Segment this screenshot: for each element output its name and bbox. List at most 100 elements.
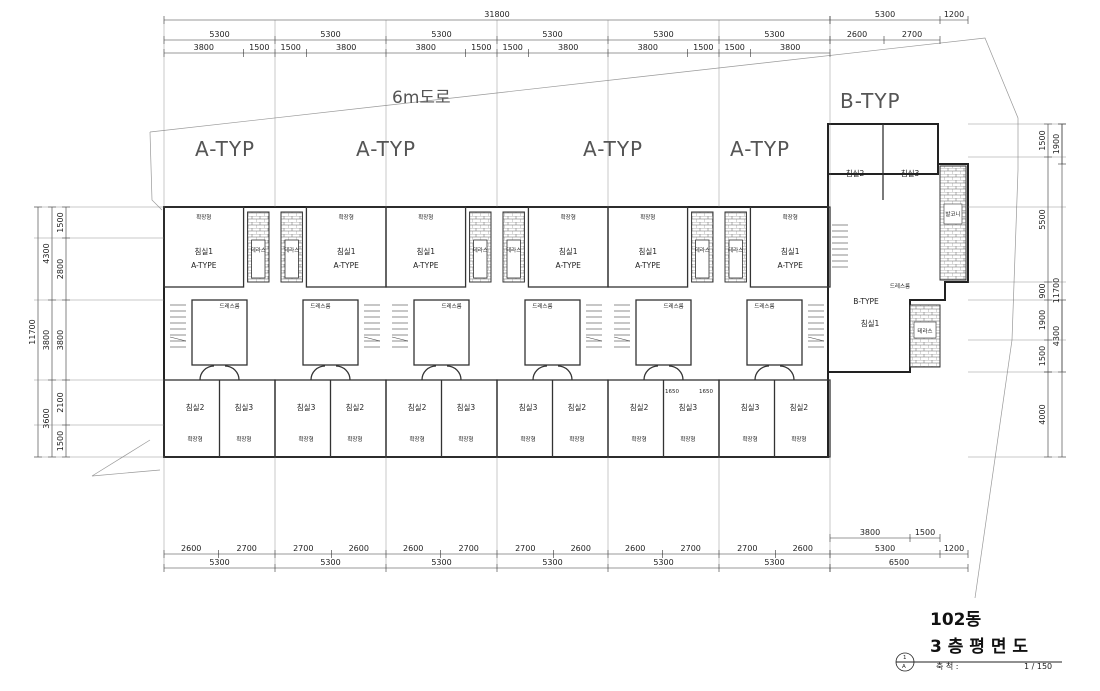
dim-text-bottom-b-sub: 1500 [915,528,935,537]
dim-text-bottom-unit: 5300 [209,558,229,567]
balcony-label: 발코니 [945,210,960,218]
terrace-label: 테라스 [728,246,743,254]
dim-text-bottom-sub: 2700 [293,544,313,553]
dim-text-top-sub: 3800 [336,43,356,52]
dim-text-right-sub: 1500 [1038,130,1047,150]
dim-text-top-sub: 3800 [558,43,578,52]
dim-text-left-outer: 11700 [28,319,37,344]
type-label-1: A-TYP [195,137,255,161]
expansion-label: 확장형 [418,213,433,221]
site-boundary [91,37,1019,599]
dim-text-top-sub: 3800 [638,43,658,52]
dim-text-top-b: 5300 [875,10,895,19]
dim-text-top-sub: 1500 [249,43,269,52]
bedroom2-label: 침실2 [186,402,205,412]
road-label: 6m도로 [392,88,451,108]
drawing-title-floor: 3 층 평 면 도 [930,637,1028,657]
expansion-label: 확장형 [298,435,313,443]
unit-type-label: A-TYPE [413,261,439,270]
dim-text-bottom-b: 5300 [875,544,895,553]
b-bedroom3-label: 침실3 [901,168,920,178]
dim-text-left-sub: 3800 [56,330,65,350]
dim-text-right-sub: 900 [1038,283,1047,298]
b-type-label: B-TYPE [853,297,879,306]
dim-text-left-sub: 2100 [56,392,65,412]
dim-text-bottom-unit: 5300 [542,558,562,567]
dim-text-right-sub: 1500 [1038,346,1047,366]
dim-text-top-sub: 1500 [693,43,713,52]
expansion-label: 확장형 [791,435,806,443]
terrace-label: 테라스 [695,246,710,254]
dressroom-label: 드레스룸 [663,302,683,310]
dressroom-label: 드레스룸 [532,302,552,310]
inner-dim-text: 1650 [665,389,679,395]
drawing-title-building: 102동 [930,610,981,630]
dressroom-label: 드레스룸 [754,302,774,310]
type-label-3: A-TYP [583,137,643,161]
dim-text-top-sub: 3800 [194,43,214,52]
dim-text-bottom-sub: 2700 [681,544,701,553]
expansion-label: 확장형 [520,435,535,443]
dim-text-bottom-sub: 2600 [181,544,201,553]
unit-type-label: A-TYPE [191,261,217,270]
inner-dim-text: 1650 [699,389,713,395]
expansion-label: 확장형 [196,213,211,221]
dressroom-label: 드레스룸 [310,302,330,310]
dim-text-right-sub-bottom: 4000 [1038,404,1047,424]
expansion-label: 확장형 [236,435,251,443]
bedroom2-label: 침실2 [630,402,649,412]
dim-text-top-sub: 3800 [780,43,800,52]
dim-text-left-sub: 1500 [56,212,65,232]
dim-text-right-sub: 1900 [1038,310,1047,330]
expansion-label: 확장형 [680,435,695,443]
dim-text-left-group: 3800 [42,330,51,350]
dim-text-right-sub-top: 1900 [1052,134,1061,154]
terrace-label: 테라스 [473,246,488,254]
dim-text-top-total: 31800 [484,10,509,19]
type-label-2: A-TYP [356,137,416,161]
bedroom3-label: 침실3 [519,402,538,412]
dimension-lines [34,16,1066,572]
dim-text-bottom-b-grand: 6500 [889,558,909,567]
dim-text-top-unit: 5300 [209,30,229,39]
unit-walls [163,124,884,458]
dim-text-left-sub: 1500 [56,431,65,451]
bedroom3-label: 침실3 [297,402,316,412]
dim-text-bottom-sub: 2600 [349,544,369,553]
expansion-label: 확장형 [458,435,473,443]
dim-text-left-group: 3600 [42,408,51,428]
dim-text-top-sub: 1500 [725,43,745,52]
dim-text-bottom-sub: 2700 [459,544,479,553]
dim-text-right-sub: 5500 [1038,209,1047,229]
dressroom-label: 드레스룸 [219,302,239,310]
dim-text-bottom-unit: 5300 [431,558,451,567]
dim-text-top-unit: 5300 [542,30,562,39]
dim-text-top-sub: 1500 [471,43,491,52]
expansion-label: 확장형 [783,213,798,221]
dim-text-bottom-b: 1200 [944,544,964,553]
expansion-label: 확장형 [409,435,424,443]
dim-text-right-outer: 11700 [1052,278,1061,303]
dim-text-bottom-sub: 2600 [625,544,645,553]
dim-text-bottom-sub: 2600 [403,544,423,553]
type-label-4: A-TYP [730,137,790,161]
bedroom3-label: 침실3 [741,402,760,412]
expansion-label: 확장형 [187,435,202,443]
expansion-label: 확장형 [742,435,757,443]
unit-type-label: A-TYPE [635,261,661,270]
dim-text-top-b: 1200 [944,10,964,19]
terrace-label: 테라스 [506,246,521,254]
bedroom3-label: 침실3 [235,402,254,412]
scale-value: 1 / 150 [1024,662,1052,671]
dim-text-left-group: 4300 [42,243,51,263]
bedroom1-label: 침실1 [639,246,658,256]
dim-text-bottom-unit: 5300 [764,558,784,567]
dim-text-bottom-unit: 5300 [653,558,673,567]
dim-text-bottom-b-sub: 3800 [860,528,880,537]
unit-type-label: A-TYPE [777,261,803,270]
dim-text-top-b-sub: 2600 [847,30,867,39]
bedroom1-label: 침실1 [195,246,214,256]
bedroom2-label: 침실2 [790,402,809,412]
terrace-label: 테라스 [251,246,266,254]
